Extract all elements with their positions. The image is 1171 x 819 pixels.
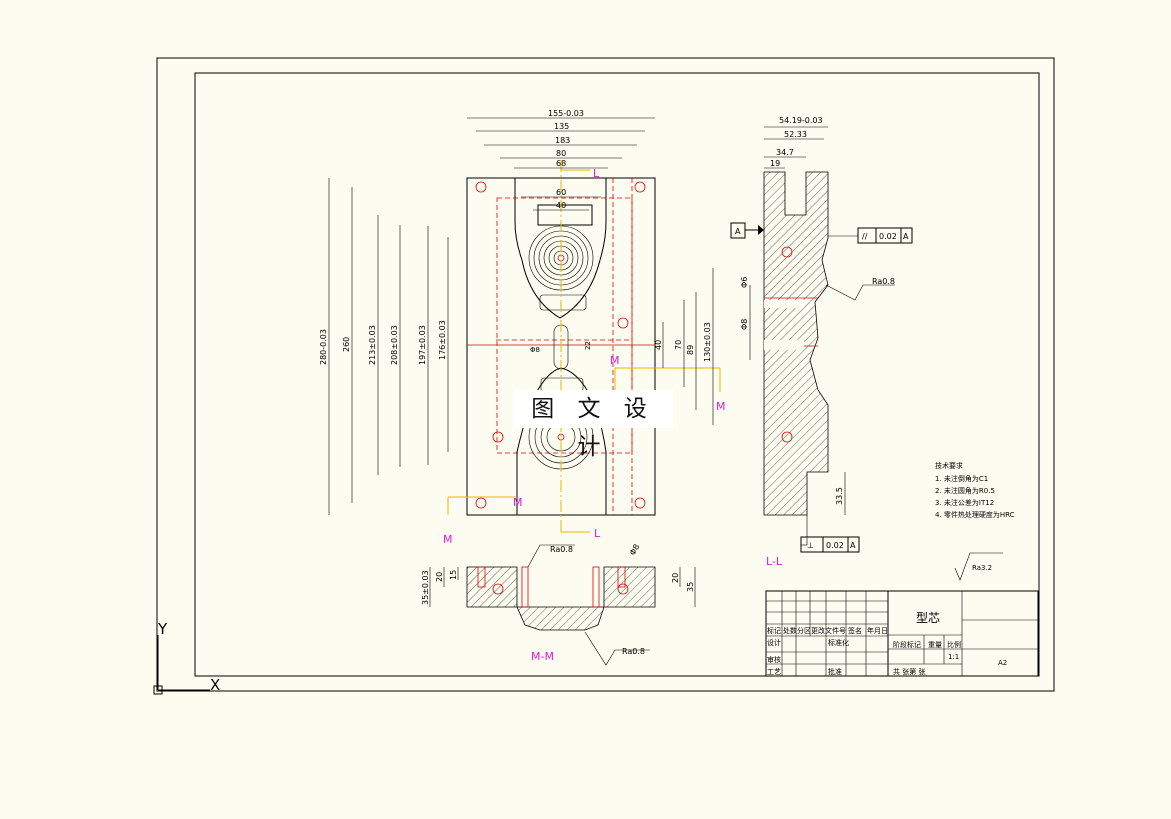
dim-280: 280-0.03 <box>319 329 328 365</box>
side-roughness: Ra0.8 <box>872 277 895 286</box>
top-dims-right: 40 70 89 130±0.03 Φ8 22 <box>530 268 714 425</box>
side-dim-52: 52.33 <box>784 130 807 139</box>
section-label-ll: L-L <box>766 555 783 568</box>
notes-title: 技术要求 <box>935 461 963 470</box>
lbl-weight: 重量 <box>928 641 942 649</box>
mm-dim-15: 15 <box>449 570 458 580</box>
mm-roughness-top: Ra0.8 <box>550 545 573 554</box>
notes-item-2: 2. 未注圆角为R0.5 <box>935 486 995 495</box>
top-dims-vertical: 280-0.03 260 213±0.03 208±0.03 197±0.03 … <box>319 178 449 515</box>
section-mark-m2: M <box>716 400 726 413</box>
notes-item-1: 1. 未注倒角为C1 <box>935 474 988 483</box>
dim-r-89: 89 <box>686 345 695 355</box>
side-dim-19: 19 <box>770 159 780 168</box>
section-mark-m4: M <box>443 533 453 546</box>
side-dim-phi8: Φ8 <box>740 319 749 330</box>
dim-213: 213±0.03 <box>368 325 377 365</box>
dim-208: 208±0.03 <box>390 325 399 365</box>
ucs-icon: Y X <box>153 620 220 695</box>
lbl-process: 工艺 <box>767 668 781 676</box>
section-label-mm: M-M <box>531 650 554 663</box>
inner-frame <box>194 72 1040 677</box>
paper-size: A2 <box>998 659 1007 667</box>
side-dim-34: 34.7 <box>776 148 794 157</box>
dim-r-70: 70 <box>674 340 683 350</box>
watermark: 图 文 设 计 <box>513 390 673 460</box>
lbl-stage: 阶段标记 <box>893 640 921 649</box>
mm-dim-20b: 20 <box>671 573 680 583</box>
mm-dim-phi8: Φ8 <box>628 543 641 557</box>
sheet-info: 共 张第 张 <box>893 667 925 676</box>
part-name: 型芯 <box>916 611 940 625</box>
dim-68: 68 <box>556 159 566 168</box>
side-dim-33: 33.5 <box>835 487 844 505</box>
hdr-date: 年月日 <box>867 626 888 635</box>
mm-dim-35: 35 <box>686 582 695 592</box>
top-dims-horizontal: 155-0.03 135 183 80 68 60 40 <box>467 109 655 211</box>
hdr-sign: 签名 <box>848 626 862 635</box>
dim-135: 135 <box>554 122 569 131</box>
ucs-y-label: Y <box>157 620 168 638</box>
lbl-design: 设计 <box>767 638 781 647</box>
section-mark-l1: L <box>594 527 601 540</box>
dim-40: 40 <box>556 201 566 210</box>
side-view: 54.19-0.03 52.33 34.7 19 Φ6 Φ8 33.5 A //… <box>730 116 913 568</box>
lbl-check: 审核 <box>767 655 781 664</box>
hdr-change: 更改文件号 <box>811 626 846 635</box>
notes-item-3: 3. 未注公差为IT12 <box>935 498 994 507</box>
dim-22: 22 <box>584 341 592 350</box>
notes-item-4: 4. 零件热处理硬度为HRC <box>935 510 1015 519</box>
tech-notes: 技术要求 1. 未注倒角为C1 2. 未注圆角为R0.5 3. 未注公差为IT1… <box>935 461 1015 581</box>
scale-value: 1:1 <box>948 653 959 661</box>
outer-frame <box>156 57 1055 692</box>
dim-r-40: 40 <box>654 340 663 350</box>
section-mark-l2: L <box>593 167 600 180</box>
hdr-zone: 分区 <box>797 626 811 635</box>
side-dim-54: 54.19-0.03 <box>779 116 823 125</box>
side-dim-phi6: Φ6 <box>740 277 749 288</box>
lbl-approve: 批准 <box>828 667 842 676</box>
parallel-value: 0.02 <box>879 232 897 241</box>
title-block: 型芯 标记 处数 分区 更改文件号 签名 年月日 设计 标准化 审核 工艺 批准… <box>765 590 1039 677</box>
dim-197: 197±0.03 <box>418 325 427 365</box>
dim-phi8: Φ8 <box>530 346 540 354</box>
section-mark-m1: M <box>610 354 620 367</box>
top-view: 155-0.03 135 183 80 68 60 40 280-0.03 26… <box>319 109 726 546</box>
dim-176: 176±0.03 <box>438 320 447 360</box>
dim-80: 80 <box>556 149 566 158</box>
section-mark-m3: M <box>513 496 523 509</box>
lbl-scale: 比例 <box>947 640 961 649</box>
dim-r-130: 130±0.03 <box>703 322 712 362</box>
hdr-count: 处数 <box>783 626 797 635</box>
ucs-x-label: X <box>210 676 220 694</box>
section-mm: 35±0.03 20 15 20 35 Φ8 Ra0.8 Ra0.8 M-M <box>421 543 696 666</box>
parallel-symbol: // <box>862 232 868 241</box>
dim-60: 60 <box>556 188 566 197</box>
dim-183: 183 <box>555 136 570 145</box>
perp-datum: A <box>850 541 856 550</box>
dim-260: 260 <box>342 337 351 352</box>
perp-value: 0.02 <box>826 541 844 550</box>
lbl-standardize: 标准化 <box>828 638 849 647</box>
general-roughness: Ra3.2 <box>972 564 992 572</box>
datum-a: A <box>735 227 741 236</box>
dim-155: 155-0.03 <box>548 109 584 118</box>
mm-roughness-bottom: Ra0.8 <box>622 647 645 656</box>
perp-symbol: ⊥ <box>807 541 814 550</box>
mm-dim-20a: 20 <box>435 572 444 582</box>
hdr-mark: 标记 <box>767 626 781 635</box>
mm-dim-35tol: 35±0.03 <box>421 570 430 605</box>
parallel-datum: A <box>903 232 909 241</box>
